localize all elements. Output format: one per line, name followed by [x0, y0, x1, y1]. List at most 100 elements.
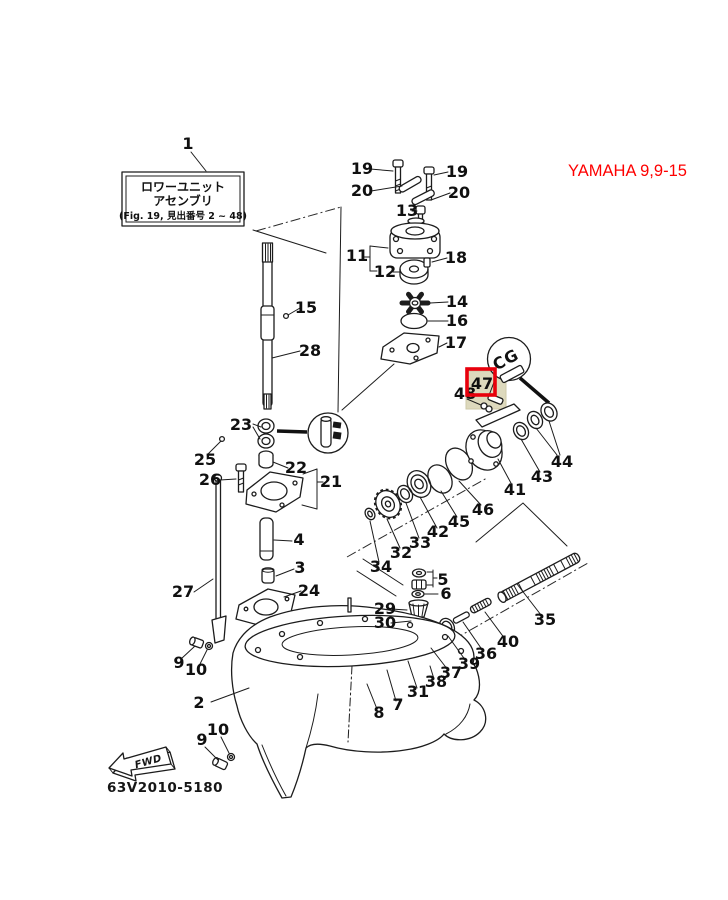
detail-balloon-key	[276, 412, 349, 454]
callout-36: 36	[475, 644, 497, 663]
part-oring-45	[427, 464, 453, 494]
part-plate-17	[380, 332, 440, 365]
highlight-box-47	[465, 367, 497, 397]
callout-48: 48	[454, 384, 476, 403]
part-washer-34	[364, 507, 376, 521]
assembly-title-line2: アセンブリ	[153, 193, 212, 208]
brand-title: YAMAHA 9,9-15	[568, 162, 687, 180]
callout-18: 18	[445, 248, 467, 267]
part-pin-20-right	[411, 189, 435, 206]
part-seals-44	[526, 402, 558, 430]
callout-4: 4	[293, 530, 304, 549]
callout-26: 26	[199, 470, 221, 489]
drawing-code: 63V2010-5180	[107, 780, 223, 796]
callout-2: 2	[193, 693, 204, 712]
fwd-arrow: FWD	[108, 746, 176, 782]
assembly-title-line1: ロワーユニット	[141, 180, 225, 194]
callout-32: 32	[390, 543, 412, 562]
part-shift-rod-27	[211, 473, 227, 644]
part-washer-nut-5	[411, 568, 427, 590]
callout-9-upper: 9	[173, 653, 184, 672]
callout-8: 8	[373, 703, 384, 722]
callout-46: 46	[472, 500, 494, 519]
part-plate-21	[245, 471, 304, 513]
callout-28: 28	[299, 341, 321, 360]
part-pin-15	[282, 312, 290, 320]
callout-47: 47	[471, 374, 493, 393]
callout-21: 21	[320, 472, 342, 491]
detail-balloon-anode: CG	[486, 336, 551, 405]
part-impeller-14	[399, 291, 431, 315]
callout-5: 5	[437, 570, 448, 589]
callout-12: 12	[374, 262, 396, 281]
callout-43: 43	[531, 467, 553, 486]
callout-34: 34	[370, 557, 392, 576]
callout-30: 30	[374, 613, 396, 632]
callout-33: 33	[409, 533, 431, 552]
callout-17: 17	[445, 333, 467, 352]
callout-16: 16	[446, 311, 468, 330]
callout-45: 45	[448, 512, 470, 531]
part-bolt-9-lower	[212, 757, 229, 771]
part-oring-16	[400, 312, 428, 330]
callout-22: 22	[285, 458, 307, 477]
callout-6: 6	[440, 584, 451, 603]
part-bushing-22	[258, 450, 274, 469]
callout-44: 44	[551, 452, 573, 471]
part-washer-33	[396, 484, 414, 504]
part-bearing-carrier-41	[465, 429, 503, 471]
callout-24: 24	[298, 581, 320, 600]
part-pump-housing-11	[389, 217, 441, 259]
part-pin-20-left	[398, 175, 422, 193]
assembly-label-box: ロワーユニット アセンブリ (Fig. 19, 見出番号 2 ~ 48)	[119, 171, 247, 227]
callout-13: 13	[396, 201, 418, 220]
callout-10-upper: 10	[185, 660, 207, 679]
part-prop-shaft-35	[497, 552, 581, 603]
callout-9-lower: 9	[196, 730, 207, 749]
callout-41: 41	[504, 480, 526, 499]
callout-20-right: 20	[448, 183, 470, 202]
callout-14: 14	[446, 292, 468, 311]
part-lower-casing-2	[230, 597, 487, 799]
callout-7: 7	[392, 695, 403, 714]
part-washer-6	[411, 589, 425, 599]
callout-35: 35	[534, 610, 556, 629]
part-bolt-9-upper	[188, 636, 205, 649]
part-bearing-23	[257, 418, 275, 449]
part-gasket-12	[399, 259, 429, 285]
part-bushing-3	[261, 567, 275, 584]
pointer-lines	[180, 151, 561, 761]
part-seal-42	[406, 470, 432, 498]
callout-20-left: 20	[351, 181, 373, 200]
part-bolt-19-left	[392, 159, 404, 194]
part-washer-10-lower	[226, 752, 236, 762]
callout-38: 38	[425, 672, 447, 691]
callout-31: 31	[407, 682, 429, 701]
part-collar-18	[423, 257, 431, 268]
callout-42: 42	[427, 522, 449, 541]
callout-23: 23	[230, 415, 252, 434]
part-gear-32	[373, 488, 403, 520]
part-pin-36	[452, 611, 470, 624]
callout-25: 25	[194, 450, 216, 469]
callout-3: 3	[294, 558, 305, 577]
part-pinion-29	[408, 599, 429, 618]
assembly-fig-line: (Fig. 19, 見出番号 2 ~ 48)	[119, 210, 247, 222]
callout-10-lower: 10	[207, 720, 229, 739]
callout-27: 27	[172, 582, 194, 601]
callout-40: 40	[497, 632, 519, 651]
callout-11: 11	[346, 246, 368, 265]
part-drive-shaft-28	[260, 242, 275, 410]
callout-39: 39	[458, 654, 480, 673]
part-bolt-26	[235, 463, 247, 493]
callout-1: 1	[182, 134, 193, 153]
part-spring-40	[469, 597, 492, 614]
part-pin-25	[218, 435, 226, 443]
part-bushing-43	[512, 421, 530, 441]
part-washer-10-upper	[204, 641, 214, 651]
callout-15: 15	[295, 298, 317, 317]
callout-37: 37	[440, 663, 462, 682]
construction-lines	[252, 206, 589, 703]
callout-19-right: 19	[446, 162, 468, 181]
